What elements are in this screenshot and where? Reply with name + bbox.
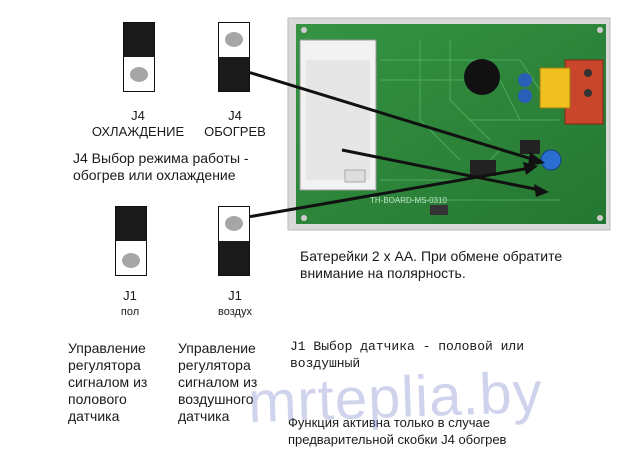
jumper-j4-heat-label: J4 ОБОГРЕВ <box>190 108 280 140</box>
j1-description-line2: воздушный <box>290 356 361 371</box>
air-control-line: Управление <box>178 340 256 356</box>
j1-description: J1 Выбор датчика - половой или воздушный <box>290 338 524 372</box>
j4-description-line2: обогрев или охлаждение <box>73 167 236 183</box>
jumper-j4-cool-mode: ОХЛАЖДЕНИЕ <box>91 124 185 139</box>
function-note: Функция активна только в случае предвари… <box>288 414 506 448</box>
jumper-j4-heat-mode: ОБОГРЕВ <box>204 124 266 139</box>
jumper-j4-heat <box>218 22 250 92</box>
jumper-j1-floor-id: J1 <box>123 288 137 303</box>
jumper-j1-floor <box>115 206 147 276</box>
air-control-text: Управление регулятора сигналом из воздуш… <box>178 340 257 425</box>
jumper-j1-air-mode: воздух <box>218 306 252 318</box>
jumper-j1-air <box>218 206 250 276</box>
jumper-j1-air-id: J1 <box>228 288 242 303</box>
function-note-line2: предварительной скобки J4 обогрев <box>288 432 507 447</box>
air-control-line: сигналом из <box>178 374 258 390</box>
j1-description-line1: J1 Выбор датчика - половой или <box>290 339 525 354</box>
watermark-logo: mrteplia.by <box>246 359 544 436</box>
jumper-j4-cool-id: J4 <box>131 108 145 123</box>
board-part-label: TH-BOARD-MS-0310 <box>370 196 447 205</box>
function-note-line1: Функция активна только в случае <box>288 415 490 430</box>
jumper-j1-air-label: J1 воздух <box>200 288 270 320</box>
floor-control-line: полового <box>68 391 127 407</box>
battery-note-line1: Батерейки 2 х АА. При обмене обратите <box>300 248 563 264</box>
battery-note: Батерейки 2 х АА. При обмене обратите вн… <box>300 248 562 282</box>
jumper-j4-cool-label: J4 ОХЛАЖДЕНИЕ <box>86 108 190 140</box>
jumper-j4-heat-id: J4 <box>228 108 242 123</box>
floor-control-line: регулятора <box>68 357 141 373</box>
floor-control-line: сигналом из <box>68 374 148 390</box>
floor-control-line: датчика <box>68 408 120 424</box>
j4-description-line1: J4 Выбор режима работы - <box>73 150 249 166</box>
air-control-line: датчика <box>178 408 230 424</box>
air-control-line: воздушного <box>178 391 254 407</box>
battery-note-line2: внимание на полярность. <box>300 265 466 281</box>
j4-description: J4 Выбор режима работы - обогрев или охл… <box>73 150 249 184</box>
jumper-j1-floor-label: J1 пол <box>100 288 160 320</box>
jumper-j1-floor-mode: пол <box>120 306 140 318</box>
floor-control-line: Управление <box>68 340 146 356</box>
jumper-j4-cool <box>123 22 155 92</box>
air-control-line: регулятора <box>178 357 251 373</box>
floor-control-text: Управление регулятора сигналом из полово… <box>68 340 147 425</box>
